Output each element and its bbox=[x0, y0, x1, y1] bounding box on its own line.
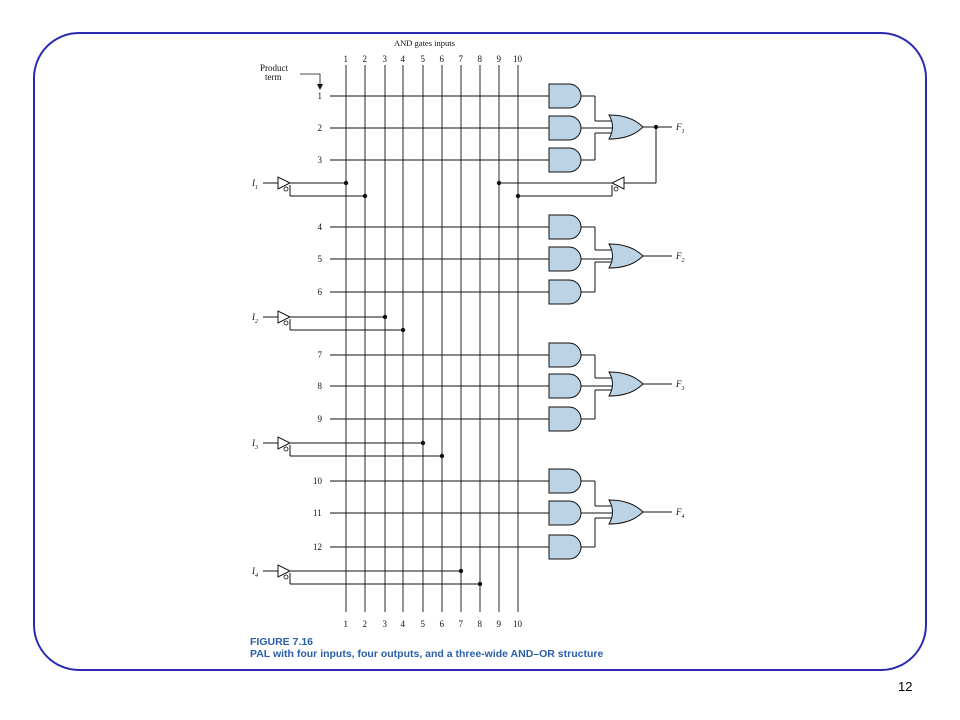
column-number-top: 6 bbox=[440, 54, 445, 64]
column-number-bottom: 2 bbox=[363, 619, 368, 629]
column-number-bottom: 5 bbox=[421, 619, 426, 629]
column-number-bottom: 4 bbox=[401, 619, 406, 629]
connection-dot bbox=[382, 314, 388, 320]
product-term-number: 6 bbox=[318, 287, 323, 297]
output-subscript: 2 bbox=[682, 258, 685, 264]
product-term-number: 8 bbox=[318, 381, 323, 391]
feedback-buffer bbox=[610, 176, 625, 190]
product-term-number: 2 bbox=[318, 123, 323, 133]
product-term-arrow-line bbox=[300, 73, 321, 86]
product-term-number: 4 bbox=[318, 222, 323, 232]
and-gate bbox=[548, 115, 582, 141]
buffer-inverter bbox=[277, 564, 292, 578]
column-number-bottom: 7 bbox=[459, 619, 464, 629]
column-number-bottom: 9 bbox=[497, 619, 502, 629]
column-number-bottom: 1 bbox=[344, 619, 349, 629]
column-number-bottom: 6 bbox=[440, 619, 445, 629]
buffer-inverter bbox=[277, 310, 292, 324]
and-gate bbox=[548, 279, 582, 305]
or-gate bbox=[608, 499, 644, 525]
column-number-top: 3 bbox=[383, 54, 388, 64]
output-label: F4 bbox=[675, 507, 685, 520]
or-gate bbox=[608, 114, 644, 140]
output-subscript: 4 bbox=[682, 513, 685, 520]
feedback-bubble bbox=[613, 186, 619, 192]
column-number-top: 5 bbox=[421, 54, 426, 64]
buffer-inverter bbox=[277, 176, 292, 190]
and-gate bbox=[548, 147, 582, 173]
input-label: I1 bbox=[251, 178, 258, 191]
column-number-top: 8 bbox=[478, 54, 483, 64]
product-term-label: Product bbox=[260, 63, 288, 73]
product-term-number: 10 bbox=[313, 476, 323, 486]
output-subscript: 3 bbox=[681, 386, 685, 392]
column-number-top: 7 bbox=[459, 54, 464, 64]
input-subscript: 3 bbox=[254, 445, 258, 451]
and-gate bbox=[548, 468, 582, 494]
inversion-bubble bbox=[283, 320, 289, 326]
input-label: I4 bbox=[251, 566, 258, 579]
figure-text: PAL with four inputs, four outputs, and … bbox=[250, 648, 604, 660]
or-gate bbox=[608, 243, 644, 269]
connection-dot bbox=[343, 180, 349, 186]
column-number-bottom: 8 bbox=[478, 619, 483, 629]
slide-number: 12 bbox=[898, 679, 913, 694]
output-subscript: 1 bbox=[682, 129, 685, 135]
connection-dot bbox=[420, 440, 426, 446]
and-gate bbox=[548, 373, 582, 399]
connection-dot bbox=[477, 581, 483, 587]
column-number-top: 1 bbox=[344, 54, 349, 64]
product-term-number: 5 bbox=[318, 254, 323, 264]
column-number-bottom: 3 bbox=[383, 619, 388, 629]
product-term-label: term bbox=[265, 72, 282, 82]
connection-dot bbox=[439, 453, 445, 459]
and-gate bbox=[548, 246, 582, 272]
connection-dot bbox=[653, 124, 659, 130]
input-subscript: 1 bbox=[255, 185, 258, 191]
product-term-number: 1 bbox=[318, 91, 323, 101]
column-number-bottom: 10 bbox=[513, 619, 523, 629]
connection-dot bbox=[515, 193, 521, 199]
arrow-head bbox=[317, 84, 323, 90]
column-number-top: 2 bbox=[363, 54, 368, 64]
product-term-number: 9 bbox=[318, 414, 323, 424]
product-term-number: 11 bbox=[313, 508, 322, 518]
connection-dot bbox=[496, 180, 502, 186]
output-label: F3 bbox=[675, 379, 685, 392]
inversion-bubble bbox=[283, 186, 289, 192]
output-label: F2 bbox=[675, 251, 685, 264]
buffer-inverter bbox=[277, 436, 292, 450]
figure-label: FIGURE 7.16 bbox=[250, 636, 314, 648]
connection-dot bbox=[458, 568, 464, 574]
inversion-bubble bbox=[283, 446, 289, 452]
input-label: I3 bbox=[251, 438, 258, 451]
column-number-top: 4 bbox=[401, 54, 406, 64]
product-term-number: 3 bbox=[318, 155, 323, 165]
column-number-top: 9 bbox=[497, 54, 502, 64]
inversion-bubble bbox=[283, 574, 289, 580]
product-term-number: 7 bbox=[318, 350, 323, 360]
and-gate bbox=[548, 83, 582, 109]
input-subscript: 4 bbox=[255, 572, 258, 579]
figure-caption: FIGURE 7.16 PAL with four inputs, four o… bbox=[250, 636, 603, 660]
input-label: I2 bbox=[251, 312, 258, 325]
input-subscript: 2 bbox=[255, 319, 258, 325]
and-gate bbox=[548, 534, 582, 560]
slide-frame bbox=[33, 32, 927, 671]
and-gate bbox=[548, 214, 582, 240]
or-gate bbox=[608, 371, 644, 397]
connection-dot bbox=[400, 327, 406, 333]
output-label: F1 bbox=[675, 122, 685, 135]
product-term-number: 12 bbox=[313, 542, 322, 552]
column-number-top: 10 bbox=[513, 54, 523, 64]
connection-dot bbox=[362, 193, 368, 199]
and-gate bbox=[548, 406, 582, 432]
and-gate bbox=[548, 342, 582, 368]
and-gate bbox=[548, 500, 582, 526]
header-label: AND gates inputs bbox=[394, 38, 455, 48]
